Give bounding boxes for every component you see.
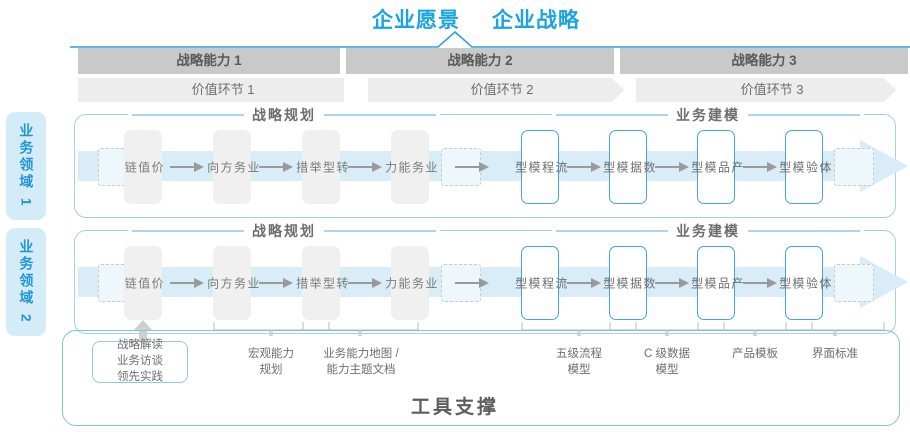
- node-value-chain[interactable]: 价 值 链: [123, 246, 165, 320]
- node-label: 价 值 链: [123, 276, 165, 290]
- capability-band-1-label: 战略能力 1: [176, 53, 242, 68]
- node-data-model[interactable]: 数 据 模 型: [602, 130, 656, 204]
- value-link-band-3: 价值环节 3: [636, 78, 908, 102]
- section-caption-label: 战略规划: [252, 107, 316, 123]
- node-experience-model[interactable]: 体 验 模 型: [778, 130, 832, 204]
- flow-arrow-icon: [567, 278, 601, 288]
- domain-tab-2-label: 业务领域 2: [18, 239, 35, 325]
- flow-arrow-icon: [743, 162, 777, 172]
- node-label: 业 务 能 力: [383, 276, 438, 290]
- value-link-band-2-label: 价值环节 2: [470, 82, 534, 97]
- section-caption-modeling-1: 业务建模: [552, 106, 864, 124]
- peak-connector-line: [70, 30, 910, 48]
- tool-box-strategy-interpretation[interactable]: 战略解读 业务访谈 领先实践: [92, 339, 188, 383]
- flow-arrow-icon: [655, 162, 689, 172]
- flow-arrow-icon: [170, 162, 204, 172]
- node-process-model[interactable]: 流 程 模 型: [514, 246, 568, 320]
- strategy-title: 企业战略: [492, 9, 580, 32]
- section-caption-label: 业务建模: [676, 223, 740, 239]
- node-label: 体 验 模 型: [777, 160, 832, 174]
- capability-band-1: 战略能力 1: [78, 48, 340, 74]
- placeholder-box: [834, 264, 874, 302]
- tool-label-capability-map: 业务能力地图 / 能力主题文档: [323, 348, 399, 376]
- flow-arrow-icon: [455, 162, 489, 172]
- tool-label-product-template: 产品模板: [732, 348, 778, 360]
- node-experience-model[interactable]: 体 验 模 型: [778, 246, 832, 320]
- flow-arrow-icon: [259, 278, 293, 288]
- tool-label-five-level-process-model: 五级流程 模型: [556, 348, 602, 376]
- node-transformation-measures[interactable]: 转 型 举 措: [295, 246, 349, 320]
- caption-rule-right: [748, 230, 860, 232]
- node-label: 转 型 举 措: [294, 160, 349, 174]
- value-link-band-1-label: 价值环节 1: [191, 82, 255, 97]
- caption-rule-left: [556, 230, 668, 232]
- node-label: 流 程 模 型: [513, 160, 568, 174]
- flow-arrow-icon: [259, 162, 293, 172]
- tool-label-c-level-data-model: C 级数据 模型: [644, 348, 690, 376]
- node-product-model[interactable]: 产 品 模 型: [690, 130, 744, 204]
- value-link-band-1: 价值环节 1: [78, 78, 368, 102]
- node-business-capability[interactable]: 业 务 能 力: [384, 246, 438, 320]
- domain-tab-2[interactable]: 业务领域 2: [6, 228, 46, 336]
- caption-rule-right: [324, 114, 436, 116]
- tool-up-arrow-icon: [133, 320, 153, 342]
- placeholder-box: [834, 148, 874, 186]
- node-process-model[interactable]: 流 程 模 型: [514, 130, 568, 204]
- domain-tab-1[interactable]: 业务领域 1: [6, 112, 46, 220]
- flow-arrow-icon: [655, 278, 689, 288]
- vision-title: 企业愿景: [372, 9, 460, 32]
- chevron-separator-2-icon: [612, 78, 636, 102]
- node-label: 业 务 方 向: [205, 276, 260, 290]
- tool-box-label: 战略解读 业务访谈 领先实践: [117, 339, 163, 383]
- tool-label-macro-capability-planning: 宏观能力 规划: [248, 348, 294, 376]
- flow-arrow-icon: [567, 162, 601, 172]
- node-label: 体 验 模 型: [777, 276, 832, 290]
- caption-rule-left: [556, 114, 668, 116]
- caption-rule-right: [324, 230, 436, 232]
- node-business-direction[interactable]: 业 务 方 向: [206, 246, 260, 320]
- node-label: 数 据 模 型: [601, 160, 656, 174]
- tool-support-container: [62, 330, 900, 426]
- node-label: 数 据 模 型: [601, 276, 656, 290]
- chevron-separator-3-icon: [884, 78, 908, 102]
- caption-rule-right: [748, 114, 860, 116]
- node-value-chain[interactable]: 价 值 链: [123, 130, 165, 204]
- value-link-band-2: 价值环节 2: [368, 78, 636, 102]
- caption-rule-left: [132, 114, 244, 116]
- node-data-model[interactable]: 数 据 模 型: [602, 246, 656, 320]
- node-product-model[interactable]: 产 品 模 型: [690, 246, 744, 320]
- node-business-direction[interactable]: 业 务 方 向: [206, 130, 260, 204]
- node-label: 转 型 举 措: [294, 276, 349, 290]
- domain-tab-1-label: 业务领域 1: [18, 123, 35, 209]
- node-transformation-measures[interactable]: 转 型 举 措: [295, 130, 349, 204]
- node-label: 产 品 模 型: [689, 160, 744, 174]
- node-label: 产 品 模 型: [689, 276, 744, 290]
- node-label: 业 务 能 力: [383, 160, 438, 174]
- node-business-capability[interactable]: 业 务 能 力: [384, 130, 438, 204]
- section-caption-planning-2: 战略规划: [128, 222, 440, 240]
- node-label: 价 值 链: [123, 160, 165, 174]
- section-caption-label: 战略规划: [252, 223, 316, 239]
- flow-arrow-icon: [348, 162, 382, 172]
- tool-label-interface-standard: 界面标准: [812, 348, 858, 360]
- capability-band-2: 战略能力 2: [346, 48, 614, 74]
- flow-arrow-icon: [348, 278, 382, 288]
- section-caption-modeling-2: 业务建模: [552, 222, 864, 240]
- flow-arrow-icon: [170, 278, 204, 288]
- capability-band-3: 战略能力 3: [620, 48, 908, 74]
- flow-arrow-icon: [743, 278, 777, 288]
- capability-band-3-label: 战略能力 3: [731, 53, 797, 68]
- node-label: 业 务 方 向: [205, 160, 260, 174]
- capability-band-2-label: 战略能力 2: [447, 53, 513, 68]
- caption-rule-left: [132, 230, 244, 232]
- section-caption-label: 业务建模: [676, 107, 740, 123]
- tool-support-title: 工具支撑: [410, 397, 499, 418]
- node-label: 流 程 模 型: [513, 276, 568, 290]
- value-link-band-3-label: 价值环节 3: [740, 82, 804, 97]
- section-caption-planning-1: 战略规划: [128, 106, 440, 124]
- chevron-separator-1-icon: [344, 78, 368, 102]
- flow-arrow-icon: [455, 278, 489, 288]
